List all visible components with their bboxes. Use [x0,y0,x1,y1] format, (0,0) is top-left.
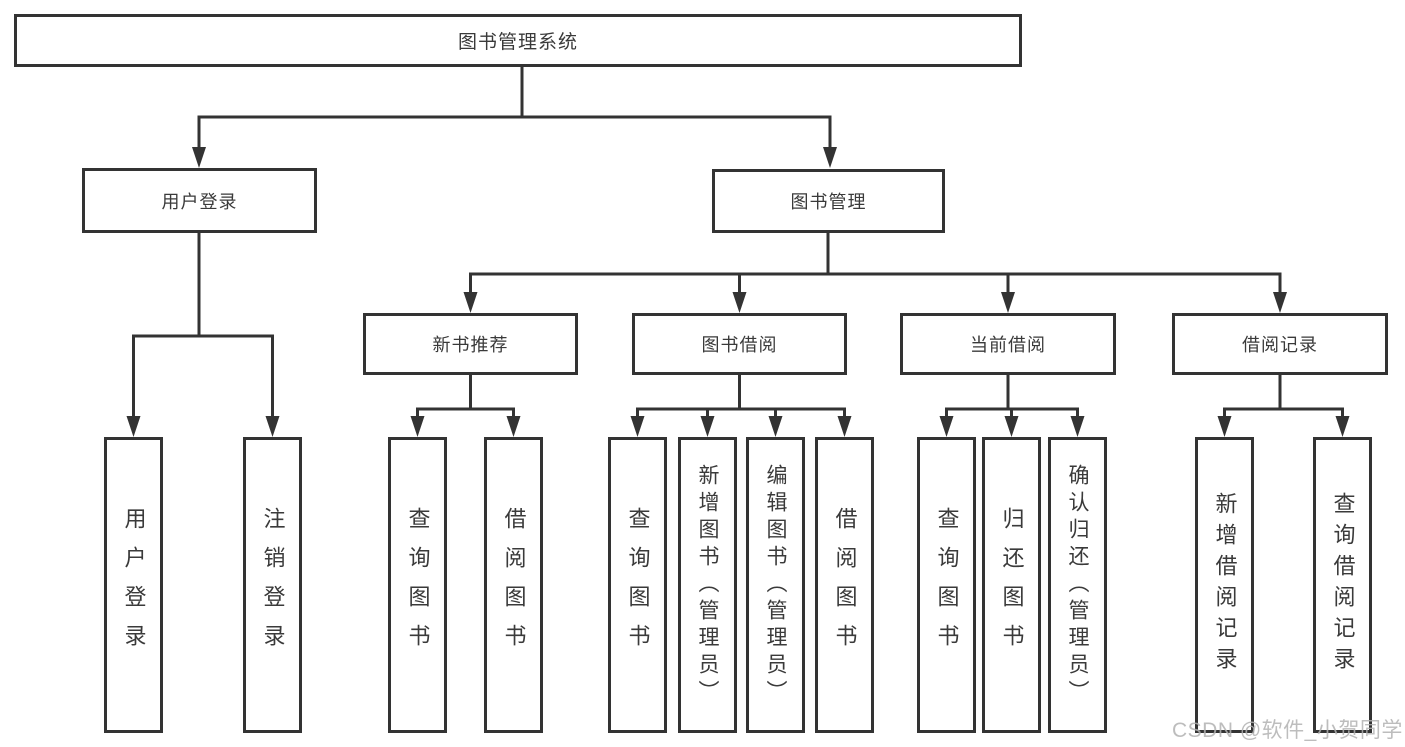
node-label: 编辑图书（管理员） [764,463,787,707]
node-label: 新书推荐 [432,335,509,355]
node-label: 查询图书 [625,507,651,663]
node-label: 借阅图书 [832,507,858,663]
node-label: 新增借阅记录 [1212,492,1238,678]
node-label: 用户登录 [121,507,147,663]
node-book-borrow: 图书借阅 [632,313,847,375]
node-label: 新增图书（管理员） [696,463,719,707]
node-label: 注销登录 [260,507,286,663]
node-current-borrow: 当前借阅 [900,313,1116,375]
leaf-query-borrow-record: 查询借阅记录 [1313,437,1372,733]
node-library-system: 图书管理系统 [14,14,1022,67]
node-new-book-recommend: 新书推荐 [363,313,578,375]
arrowheads-new-book-children [410,416,521,437]
node-label: 用户登录 [161,191,238,212]
node-label: 借阅图书 [501,507,527,663]
arrowheads-user-login-children [126,416,280,437]
node-book-management: 图书管理 [712,169,945,233]
csdn-watermark: CSDN @软件_小贺同学 [1172,719,1403,742]
leaf-borrow-book-recommend: 借阅图书 [484,437,543,733]
arrowheads-book-borrow-children [630,416,852,437]
leaf-return-book: 归还图书 [982,437,1041,733]
leaf-confirm-return-admin: 确认归还（管理员） [1048,437,1107,733]
connector-root-to-level2 [197,67,832,154]
leaf-edit-book-admin: 编辑图书（管理员） [746,437,805,733]
leaf-borrow-book: 借阅图书 [815,437,874,733]
connector-borrow-record-children [1223,375,1344,423]
arrowheads-current-borrow-children [939,416,1085,437]
connector-user-login-children [132,233,274,423]
leaf-add-borrow-record: 新增借阅记录 [1195,437,1254,733]
connector-current-borrow-children [945,375,1079,423]
node-user-login: 用户登录 [82,168,317,233]
node-label: 查询图书 [405,507,431,663]
connector-book-borrow-children [636,375,846,423]
leaf-query-book-current: 查询图书 [917,437,976,733]
node-label: 确认归还（管理员） [1066,463,1089,707]
connector-book-mgmt-children [469,233,1282,299]
leaf-user-login: 用户登录 [104,437,163,733]
node-label: 图书管理系统 [457,32,578,53]
node-label: 图书管理 [790,192,867,212]
node-label: 查询借阅记录 [1330,492,1356,678]
node-label: 图书借阅 [701,335,778,355]
node-label: 当前借阅 [970,335,1046,355]
arrowheads-level2 [192,147,837,168]
leaf-add-book-admin: 新增图书（管理员） [678,437,737,733]
leaf-logout: 注销登录 [243,437,302,733]
node-label: 查询图书 [934,507,960,663]
arrowheads-borrow-record-children [1217,416,1350,437]
node-label: 归还图书 [999,507,1025,663]
connector-new-book-children [416,375,515,423]
node-label: 借阅记录 [1242,335,1318,355]
leaf-query-book-recommend: 查询图书 [388,437,447,733]
leaf-query-book-borrow: 查询图书 [608,437,667,733]
arrowheads-level3 [463,292,1287,313]
node-borrow-record: 借阅记录 [1172,313,1388,375]
